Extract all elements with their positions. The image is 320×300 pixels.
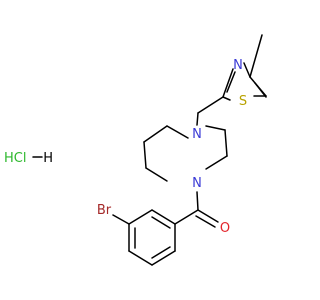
bond-thiazole-c2-n-double [226,71,236,93]
atom-label-thiazole-n: N [233,58,243,73]
bond-thiazole-c2-n [222,68,234,98]
bond-pip-c4-n4 [145,167,168,182]
atom-label-bromine: Br [97,203,112,218]
bond-ph-br [112,214,130,225]
atom-label-h: H [43,151,53,166]
bond-thiazole-s-c2 [222,96,231,101]
bond-thiazole-c4-c5-double [254,82,267,98]
atom-label-piperazine-n4: N [192,176,202,191]
bond-ph-c5-c6 [151,250,176,266]
bond-pip-c5-c6 [224,129,228,157]
bond-ch2-n [196,112,199,126]
bond-thiazole-ch2 [197,96,224,114]
bond-ph-c4-c5 [128,250,153,266]
bond-thiazole-c4-methyl [249,34,263,78]
atom-label-hcl: HCl [4,151,26,166]
bond-thiazole-n-c4 [243,62,251,78]
bond-pip-n4-c5 [205,155,228,170]
bond-ph-c1-c2-inner [151,216,171,229]
bond-pip-c6-n1 [205,125,226,131]
bonds [32,34,267,266]
bond-pip-n1-c2 [166,125,189,139]
bond-pip-c2-c3 [143,125,168,143]
atom-label-piperazine-n1: N [192,127,202,142]
bond-ph-c5-c6-inner [151,246,171,259]
atom-labels: N S N N O Br HCl H [4,58,247,236]
bond-pip-c3-c4 [143,141,147,169]
atom-label-thiazole-s: S [239,94,247,109]
bond-n4-carbonyl [196,191,199,211]
atom-label-carbonyl-o: O [220,221,230,236]
bond-ph-c2-c3 [128,209,153,225]
bond-carbonyl-o [197,209,219,223]
bond-ph-c1-c2 [151,209,176,225]
molecule-structure-diagram: N S N N O Br HCl H [4,34,267,266]
bond-carbonyl-o-double [195,215,216,228]
bond-carbonyl-phenyl [174,209,199,225]
